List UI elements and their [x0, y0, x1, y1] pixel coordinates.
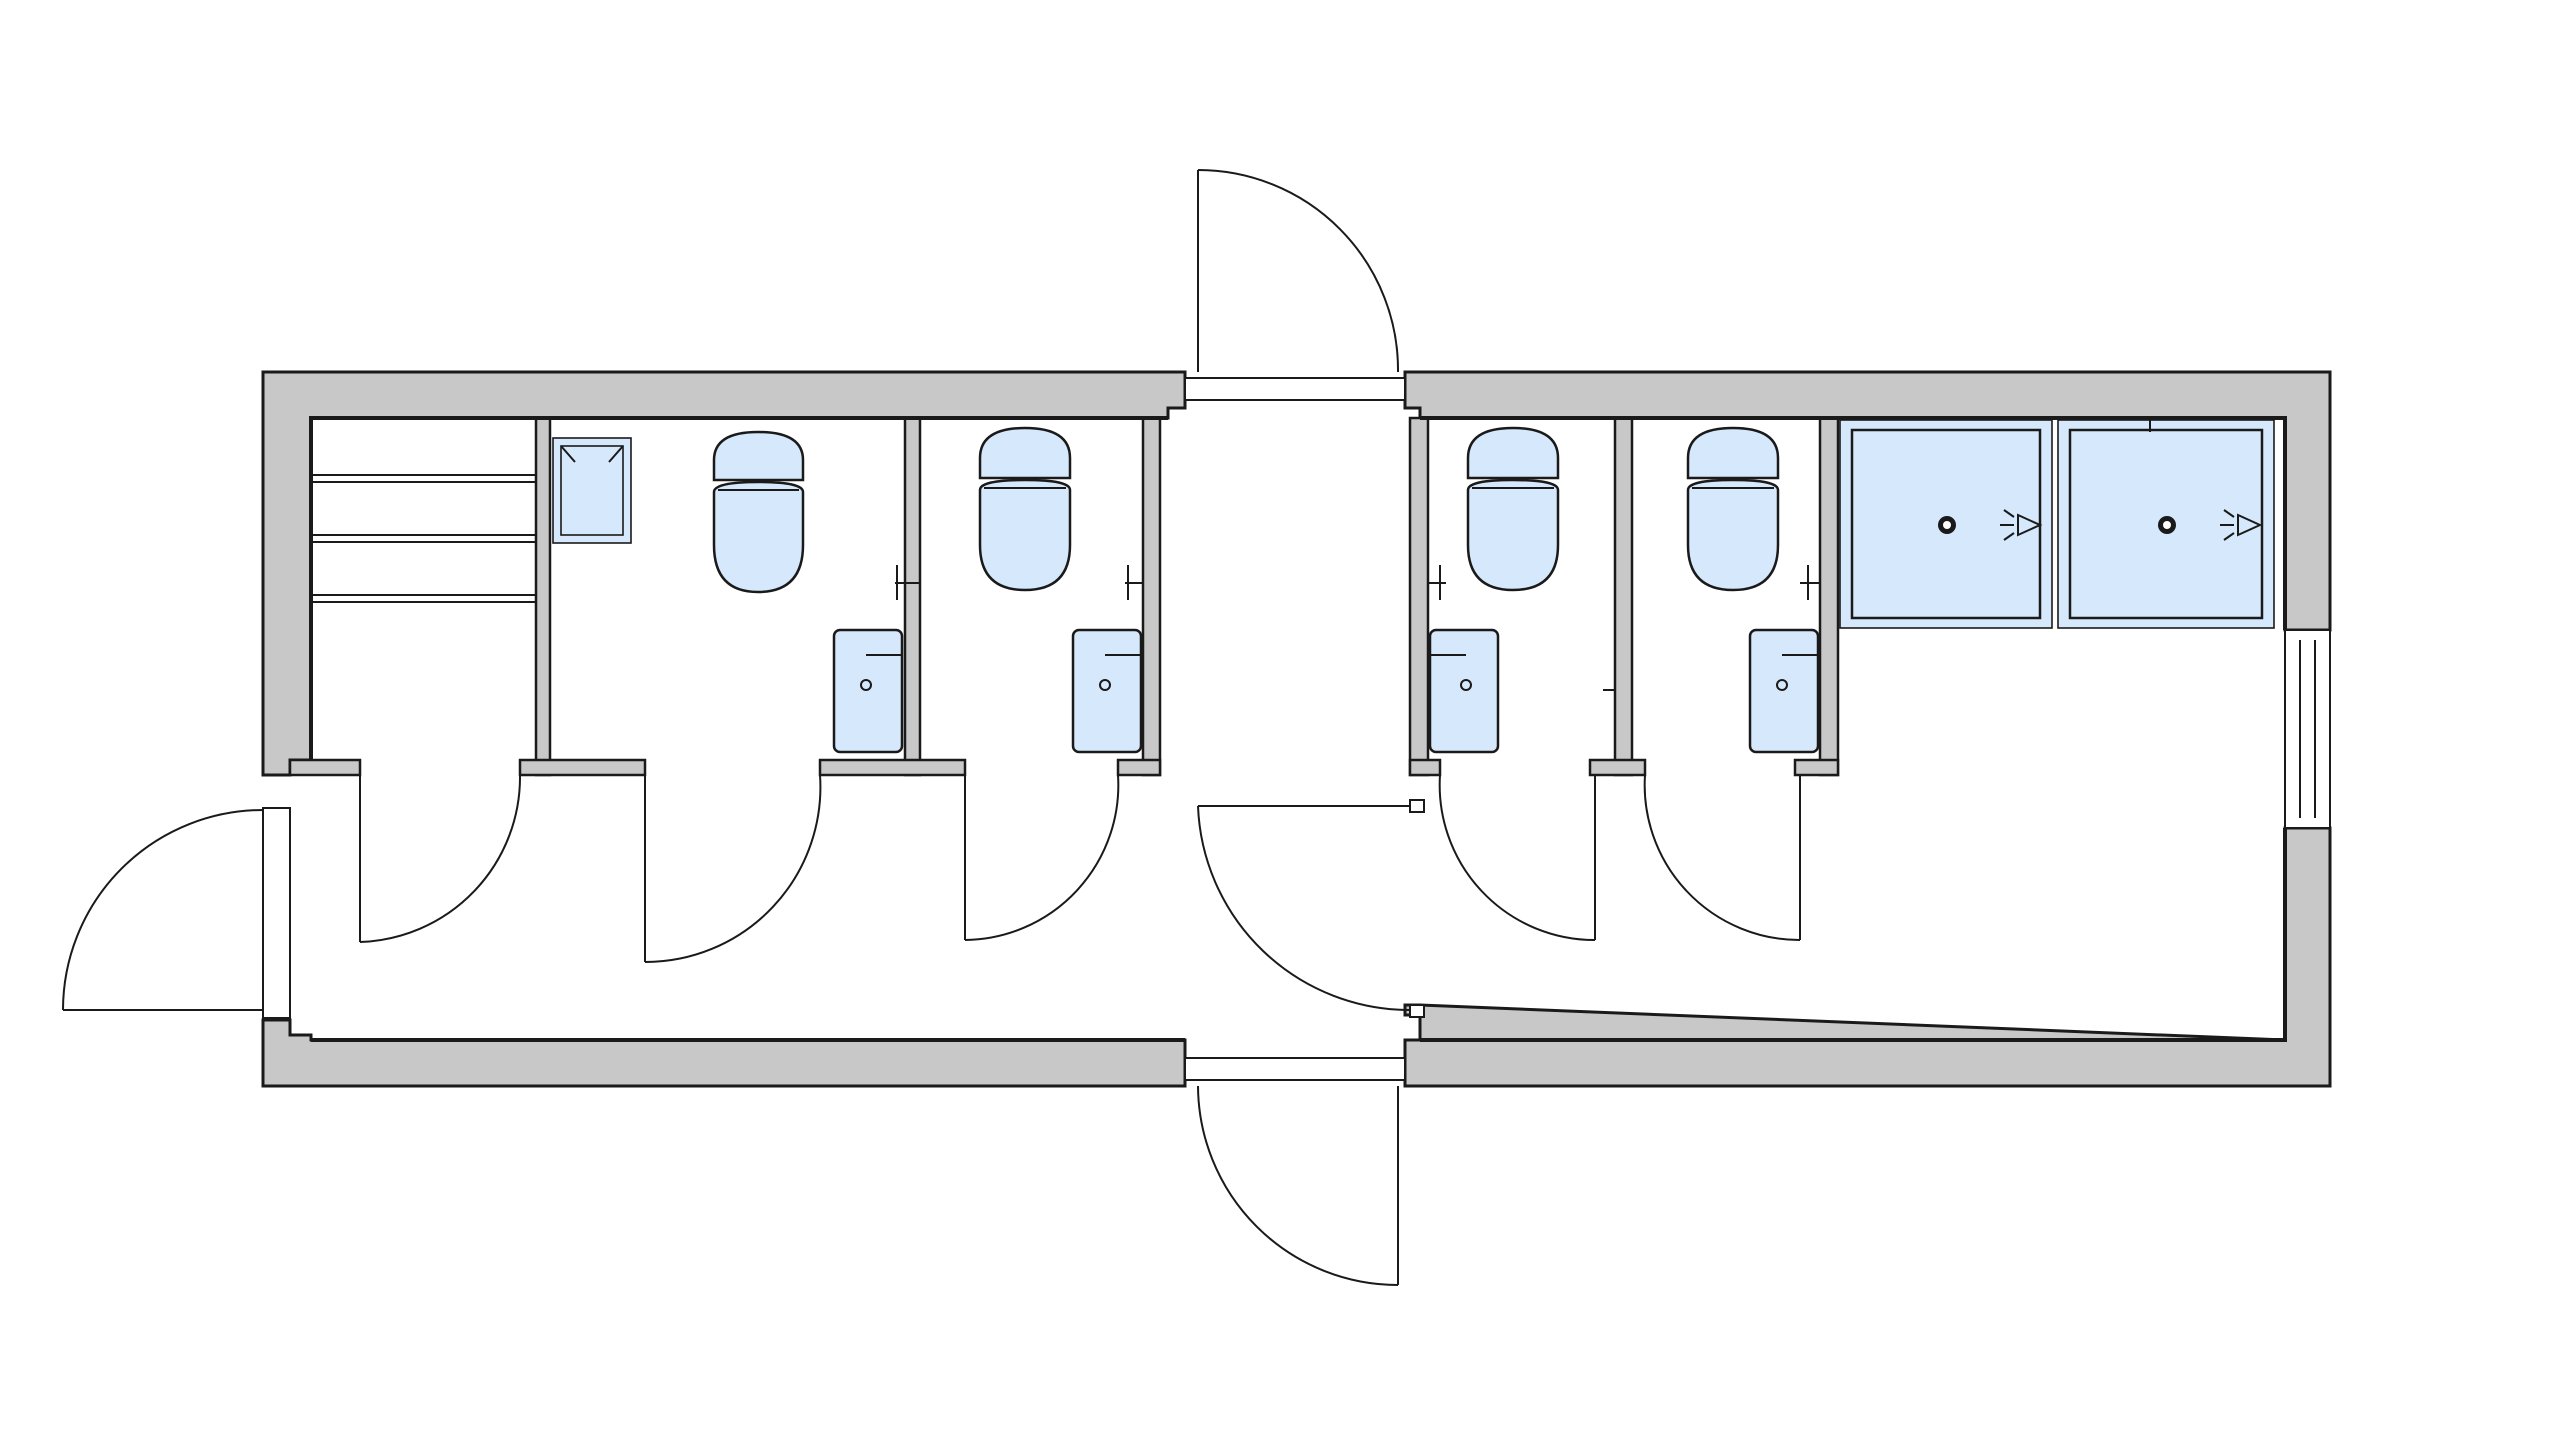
grab-bar-icon	[1603, 565, 1820, 691]
interior-outline	[309, 416, 2287, 1042]
entry-door-west[interactable]	[62, 807, 291, 1019]
cleaner-sink-icon	[552, 437, 632, 544]
storage-room	[311, 474, 536, 603]
wc-4	[1603, 426, 1820, 754]
toilet-icon	[712, 430, 805, 594]
sink-icon	[1428, 628, 1500, 754]
wc-2-door[interactable]	[964, 774, 1120, 941]
grab-bar-icon	[895, 565, 920, 600]
toilet-icon	[978, 426, 1072, 592]
wc-3-door[interactable]	[1438, 774, 1596, 942]
partitions	[288, 416, 1840, 777]
wc-3	[1428, 426, 1560, 754]
shelving-icon	[311, 474, 536, 603]
sink-icon	[1748, 628, 1820, 754]
wc-1-door[interactable]	[644, 774, 822, 964]
grab-bar-icon	[1428, 565, 1446, 600]
toilet-icon	[1686, 426, 1780, 592]
wc-1	[552, 430, 920, 754]
toilet-icon	[1466, 426, 1560, 592]
wc-2	[978, 426, 1143, 754]
window-east	[2284, 629, 2331, 829]
grab-bar-icon	[1125, 565, 1143, 600]
sink-icon	[832, 628, 904, 754]
sink-icon	[1071, 628, 1143, 754]
storage-door[interactable]	[359, 774, 522, 943]
shower-area	[1839, 419, 2275, 629]
wc-4-door[interactable]	[1643, 774, 1801, 942]
corridor-door[interactable]	[1197, 799, 1425, 1018]
entry-door-south[interactable]	[1184, 1057, 1406, 1286]
shower-icon	[2057, 419, 2275, 629]
entry-door-north[interactable]	[1184, 169, 1406, 401]
wall-block-east	[1403, 370, 2332, 1088]
shower-icon	[1839, 419, 2053, 629]
